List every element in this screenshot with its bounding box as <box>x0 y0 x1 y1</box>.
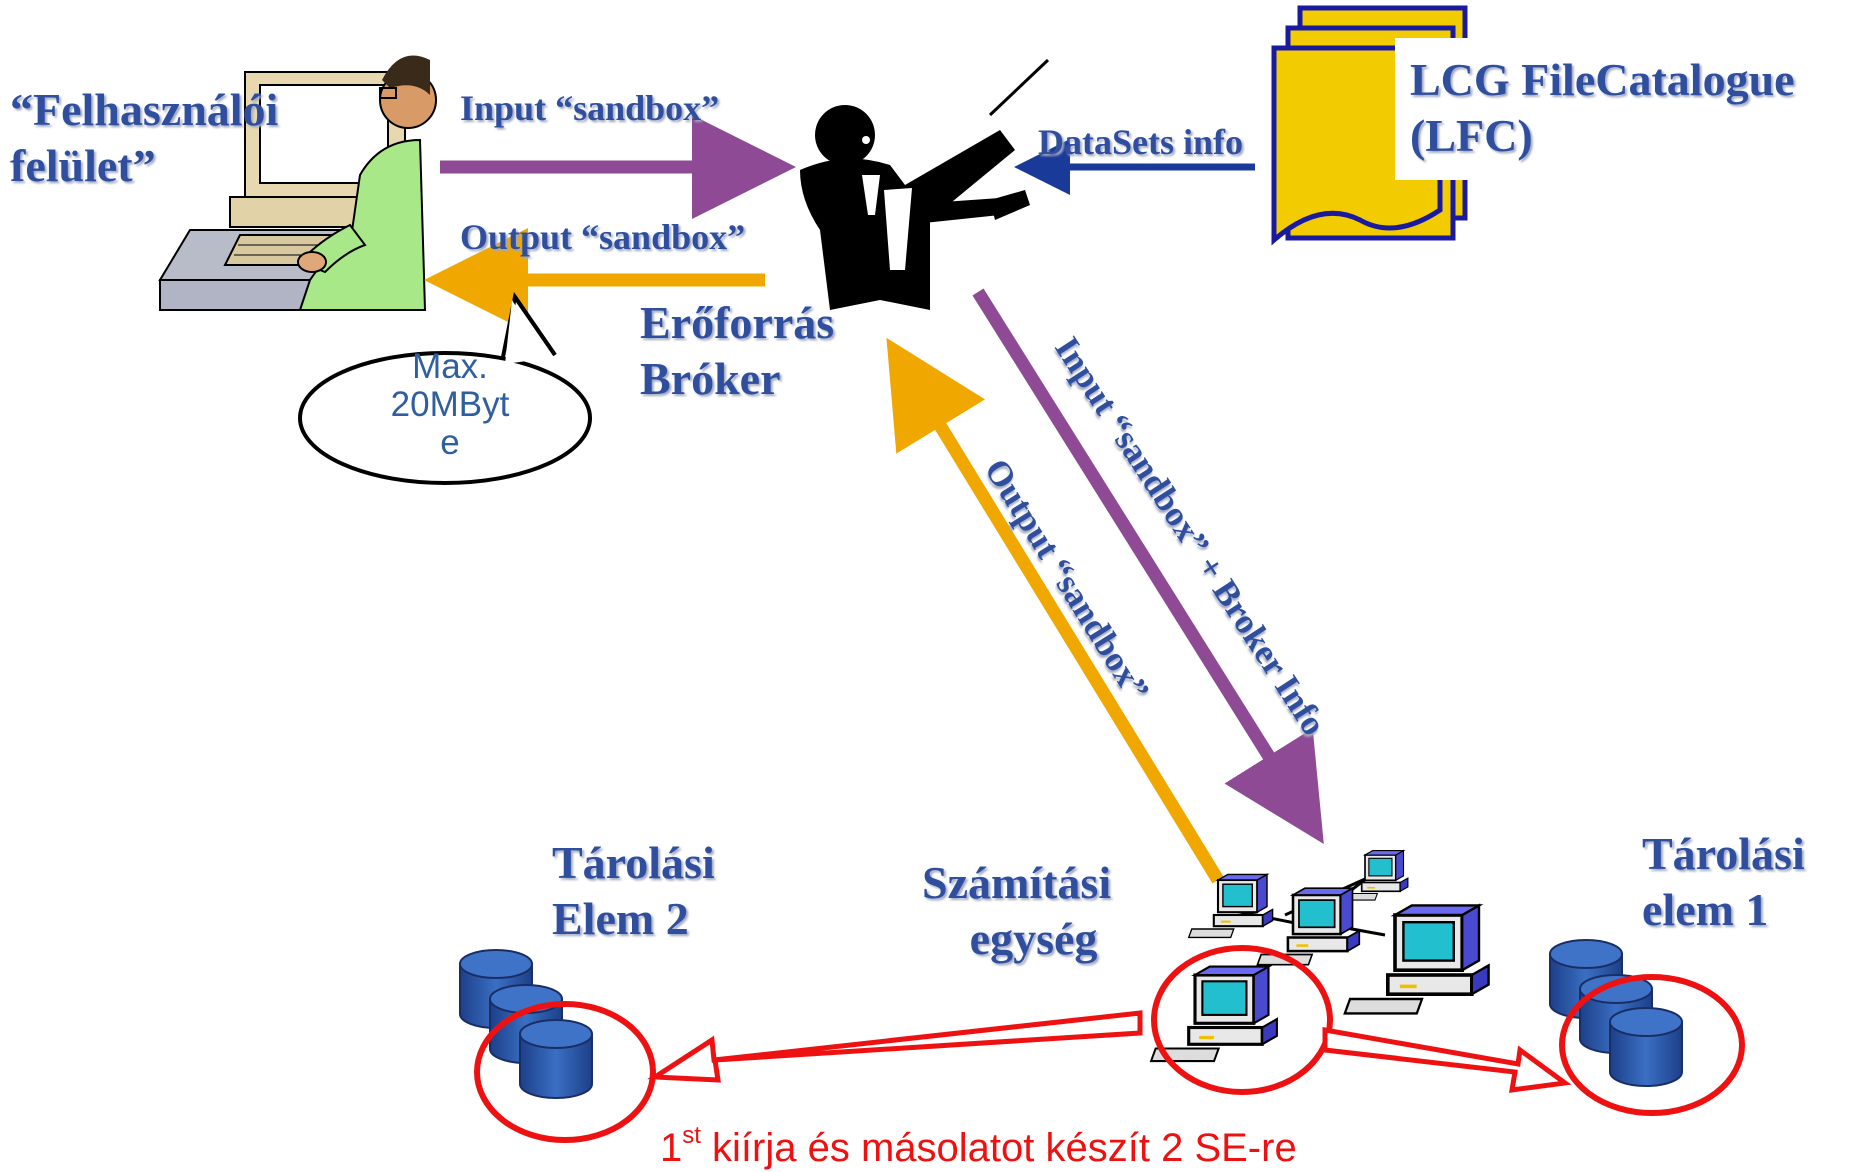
replicate-to-se2-arrow <box>647 1010 1143 1083</box>
input-sandbox-label: Input “sandbox” <box>460 88 720 128</box>
user-at-computer-icon <box>158 55 437 311</box>
caption-ordinal-suffix: st <box>682 1122 701 1149</box>
size-limit-bubble <box>298 291 592 485</box>
output-sandbox-return-arrow <box>886 337 1224 884</box>
caption-ordinal: 1 <box>660 1126 683 1170</box>
datasets-info-label: DataSets info <box>1038 122 1243 162</box>
resource-broker-line1: Erőforrás <box>640 297 835 348</box>
storage-element-2-label: Tárolási Elem 2 <box>552 835 715 947</box>
document-stack-icon <box>1271 5 1857 246</box>
user-interface-label: “Felhasználói felület” <box>10 82 278 194</box>
file-catalogue-line1: LCG FileCatalogue <box>1410 54 1795 105</box>
computing-element-line2: egység <box>969 913 1098 964</box>
computing-element-label: Számítási egység <box>922 855 1111 967</box>
resource-broker-label: Erőforrás Bróker <box>640 295 834 407</box>
storage-element-1-line1: Tárolási <box>1642 828 1805 879</box>
size-limit-text: Max. 20MByt e <box>390 347 510 462</box>
storage-element-2-line1: Tárolási <box>552 837 715 888</box>
storage-1-highlight <box>1559 974 1745 1116</box>
file-catalogue-line2: (LFC) <box>1410 110 1533 161</box>
storage-2-highlight <box>474 1001 656 1143</box>
computing-element-line1: Számítási <box>922 857 1112 908</box>
input-sandbox-broker-info-arrow <box>972 288 1324 845</box>
computer-cluster-icon <box>1149 849 1491 1063</box>
file-catalogue-label: LCG FileCatalogue (LFC) <box>1410 52 1795 164</box>
caption-text: kiírja és másolatot készít 2 SE-re <box>700 1126 1297 1170</box>
output-sandbox-label: Output “sandbox” <box>460 217 746 257</box>
replicate-to-se1-arrow <box>1322 1027 1572 1093</box>
storage-element-1-line2: elem 1 <box>1642 884 1769 935</box>
storage-element-1-label: Tárolási elem 1 <box>1642 826 1805 938</box>
computing-highlight <box>1151 945 1333 1095</box>
replication-caption: 1st kiírja és másolatot készít 2 SE-re <box>660 1122 1297 1171</box>
user-interface-line1: “Felhasználói <box>10 84 279 135</box>
resource-broker-line2: Bróker <box>640 353 781 404</box>
user-interface-line2: felület” <box>10 140 156 191</box>
conductor-icon <box>800 58 1050 310</box>
storage-element-2-line2: Elem 2 <box>552 893 689 944</box>
